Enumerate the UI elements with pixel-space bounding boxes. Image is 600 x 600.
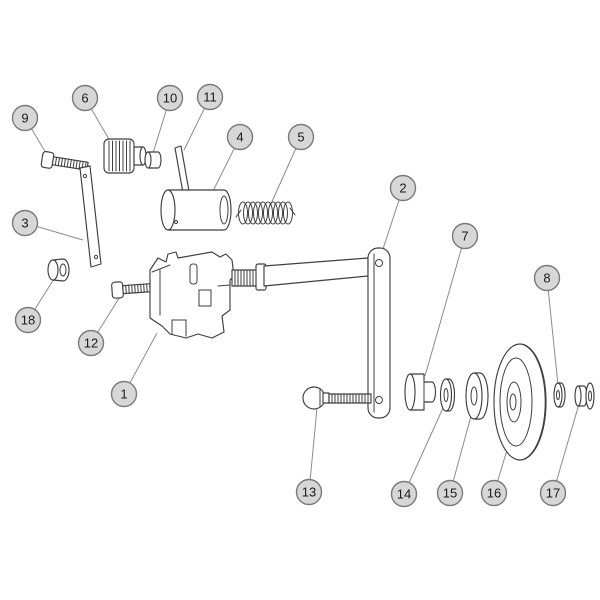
callout-balloon-6 xyxy=(71,84,99,112)
part-16-roller-drum xyxy=(493,343,547,461)
callout-7-stepped-bushing: 7 xyxy=(451,222,479,250)
callout-balloon-18 xyxy=(14,306,42,334)
part-5-coil-spring xyxy=(235,201,296,225)
callout-number-17: 17 xyxy=(546,486,560,501)
callout-number-12: 12 xyxy=(84,336,98,351)
callout-balloon-10 xyxy=(156,84,184,112)
callout-leader-13 xyxy=(308,407,318,493)
callout-number-8: 8 xyxy=(543,271,550,286)
callout-18-end-cap: 18 xyxy=(14,306,42,334)
part-7-stepped-bushing xyxy=(404,373,437,411)
callout-9-hex-bolt: 9 xyxy=(11,104,39,132)
callout-6-knurled-knob: 6 xyxy=(71,84,99,112)
part-6-knurled-knob xyxy=(103,138,147,174)
part-12-hex-bolt xyxy=(111,281,154,299)
callout-13-carriage-bolt: 13 xyxy=(295,478,323,506)
part-9-hex-bolt xyxy=(40,151,89,171)
callout-number-18: 18 xyxy=(21,313,35,328)
callout-number-2: 2 xyxy=(399,181,406,196)
callout-balloon-17 xyxy=(539,479,567,507)
callout-balloon-13 xyxy=(295,478,323,506)
callout-14-thin-washer: 14 xyxy=(390,480,418,508)
callout-11-pin: 11 xyxy=(196,83,224,111)
callout-balloon-9 xyxy=(11,104,39,132)
part-13-carriage-bolt xyxy=(302,386,372,410)
callout-number-5: 5 xyxy=(297,130,304,145)
callout-15-spacer-disc: 15 xyxy=(436,479,464,507)
callout-balloon-8 xyxy=(533,264,561,292)
callout-16-roller-drum: 16 xyxy=(480,479,508,507)
callout-number-13: 13 xyxy=(302,485,316,500)
callout-3-flat-bar: 3 xyxy=(11,209,39,237)
callout-leader-8 xyxy=(546,277,559,386)
callout-balloon-2 xyxy=(389,174,417,202)
callout-number-16: 16 xyxy=(487,486,501,501)
part-14-thin-washer xyxy=(439,378,456,412)
callout-balloon-15 xyxy=(436,479,464,507)
callout-number-4: 4 xyxy=(236,130,243,145)
callout-1-main-bracket: 1 xyxy=(110,380,138,408)
part-15-spacer-disc xyxy=(465,372,489,420)
part-3-flat-bar xyxy=(79,165,102,268)
callout-number-3: 3 xyxy=(21,216,28,231)
callout-number-7: 7 xyxy=(461,229,468,244)
callout-balloon-4 xyxy=(226,123,254,151)
callout-number-14: 14 xyxy=(397,487,411,502)
callout-balloon-11 xyxy=(196,83,224,111)
callout-number-10: 10 xyxy=(163,91,177,106)
callout-leader-14 xyxy=(403,407,444,495)
callout-number-15: 15 xyxy=(443,486,457,501)
callout-12-hex-bolt: 12 xyxy=(77,329,105,357)
callout-balloon-7 xyxy=(451,222,479,250)
callout-balloon-14 xyxy=(390,480,418,508)
part-8-small-washer xyxy=(553,382,566,408)
callout-balloon-3 xyxy=(11,209,39,237)
callout-number-6: 6 xyxy=(81,91,88,106)
part-4-cylinder-sleeve xyxy=(160,189,232,231)
callout-balloon-16 xyxy=(480,479,508,507)
callout-17-washer-and-nut: 17 xyxy=(539,479,567,507)
part-17-washer-and-nut xyxy=(574,382,595,410)
part-11-pin xyxy=(174,145,190,194)
part-2-arm-with-plate xyxy=(231,247,391,419)
callout-balloon-5 xyxy=(287,123,315,151)
callout-leader-15 xyxy=(449,415,472,494)
callout-5-coil-spring: 5 xyxy=(287,123,315,151)
part-1-main-bracket xyxy=(149,251,235,339)
part-10-small-nut xyxy=(144,151,162,169)
callout-10-small-nut: 10 xyxy=(156,84,184,112)
callout-balloon-1 xyxy=(110,380,138,408)
callout-leader-7 xyxy=(424,235,466,377)
callout-number-9: 9 xyxy=(21,111,28,126)
parts-layer xyxy=(40,138,595,461)
part-18-end-cap xyxy=(47,258,70,282)
callout-4-cylinder-sleeve: 4 xyxy=(226,123,254,151)
callout-balloon-12 xyxy=(77,329,105,357)
callout-leader-17 xyxy=(552,403,580,494)
callout-number-1: 1 xyxy=(120,387,127,402)
callout-8-small-washer: 8 xyxy=(533,264,561,292)
callout-2-arm-with-plate: 2 xyxy=(389,174,417,202)
callout-number-11: 11 xyxy=(203,90,217,105)
